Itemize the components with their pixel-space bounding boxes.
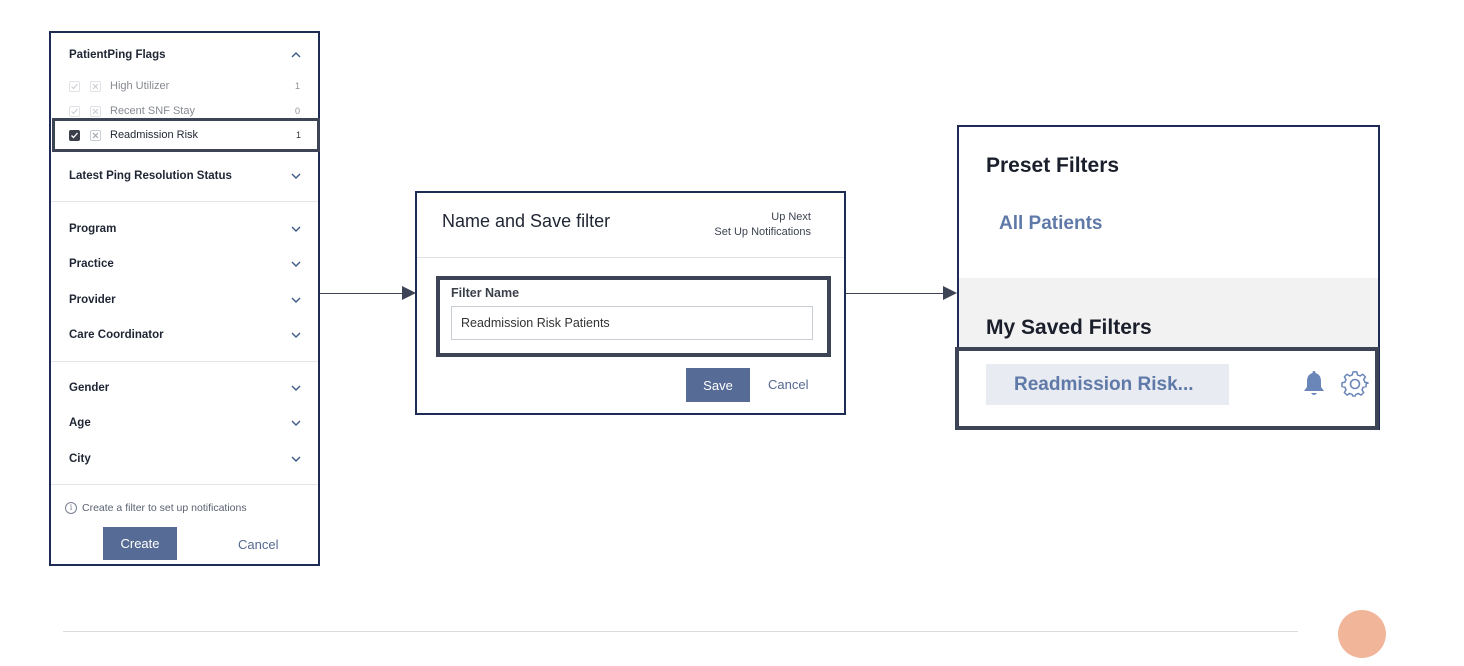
flag-row-readmission-risk[interactable]: Readmission Risk 1 bbox=[52, 118, 320, 152]
section-provider[interactable]: Provider bbox=[69, 290, 302, 310]
chevron-down-icon[interactable] bbox=[290, 453, 302, 465]
exclude-x-icon[interactable] bbox=[90, 105, 101, 117]
saved-filter-readmission-risk[interactable]: Readmission Risk... bbox=[986, 364, 1229, 405]
divider bbox=[51, 361, 318, 362]
chevron-down-icon[interactable] bbox=[290, 170, 302, 182]
chevron-down-icon[interactable] bbox=[290, 223, 302, 235]
section-label: Latest Ping Resolution Status bbox=[69, 170, 232, 182]
flag-row-recent-snf-stay[interactable]: Recent SNF Stay 0 bbox=[69, 103, 300, 119]
page-indicator-dot bbox=[1338, 610, 1386, 658]
bell-icon[interactable] bbox=[1301, 370, 1327, 398]
filter-name-label: Filter Name bbox=[451, 286, 520, 300]
section-label: Practice bbox=[69, 258, 114, 270]
preset-filters-heading: Preset Filters bbox=[986, 154, 1120, 177]
gear-icon[interactable] bbox=[1341, 370, 1369, 398]
notification-note: i Create a filter to set up notification… bbox=[65, 502, 247, 514]
section-patientping-flags[interactable]: PatientPing Flags bbox=[69, 45, 302, 65]
section-label: Provider bbox=[69, 294, 116, 306]
flow-arrow-head-icon bbox=[402, 286, 416, 300]
flow-arrow-head-icon bbox=[943, 286, 957, 300]
chevron-down-icon[interactable] bbox=[290, 294, 302, 306]
include-checkbox[interactable] bbox=[69, 80, 80, 92]
divider bbox=[51, 484, 318, 485]
save-filter-dialog: Name and Save filter Up Next Set Up Noti… bbox=[415, 191, 846, 415]
section-label: City bbox=[69, 453, 91, 465]
section-city[interactable]: City bbox=[69, 449, 302, 469]
section-program[interactable]: Program bbox=[69, 219, 302, 239]
section-label: Care Coordinator bbox=[69, 329, 164, 341]
flag-count: 1 bbox=[295, 130, 301, 140]
section-practice[interactable]: Practice bbox=[69, 254, 302, 274]
filter-name-input[interactable] bbox=[451, 306, 813, 340]
chevron-down-icon[interactable] bbox=[290, 258, 302, 270]
flag-label: Readmission Risk bbox=[110, 129, 199, 141]
include-checkbox[interactable] bbox=[69, 105, 80, 117]
create-button[interactable]: Create bbox=[103, 527, 177, 560]
chevron-down-icon[interactable] bbox=[290, 329, 302, 341]
exclude-x-icon[interactable] bbox=[90, 129, 101, 141]
flag-count: 0 bbox=[294, 106, 300, 116]
filter-name-field: Filter Name bbox=[436, 276, 831, 357]
chevron-down-icon[interactable] bbox=[290, 382, 302, 394]
chevron-down-icon[interactable] bbox=[290, 417, 302, 429]
include-checkbox-checked[interactable] bbox=[69, 129, 80, 141]
up-next-value: Set Up Notifications bbox=[714, 226, 811, 238]
flow-arrow-line bbox=[320, 293, 404, 294]
flag-label: High Utilizer bbox=[110, 80, 170, 92]
cancel-link[interactable]: Cancel bbox=[768, 377, 809, 392]
divider bbox=[51, 201, 318, 202]
info-icon: i bbox=[65, 502, 77, 514]
section-label: Program bbox=[69, 223, 117, 235]
chevron-up-icon[interactable] bbox=[290, 49, 302, 61]
note-text: Create a filter to set up notifications bbox=[82, 502, 247, 514]
section-label: PatientPing Flags bbox=[69, 49, 166, 61]
flag-row-content: Readmission Risk 1 bbox=[69, 127, 301, 143]
section-care-coordinator[interactable]: Care Coordinator bbox=[69, 325, 302, 345]
saved-filters-heading: My Saved Filters bbox=[986, 316, 1152, 339]
divider bbox=[417, 257, 844, 258]
saved-filter-row: Readmission Risk... bbox=[955, 347, 1379, 430]
exclude-x-icon[interactable] bbox=[90, 80, 101, 92]
flag-count: 1 bbox=[294, 81, 300, 91]
flag-label: Recent SNF Stay bbox=[110, 105, 195, 117]
up-next-label: Up Next bbox=[771, 211, 811, 223]
flow-arrow-line bbox=[846, 293, 944, 294]
section-latest-ping-resolution-status[interactable]: Latest Ping Resolution Status bbox=[69, 166, 302, 186]
footer-divider bbox=[63, 631, 1298, 632]
cancel-link[interactable]: Cancel bbox=[238, 537, 279, 552]
up-next: Up Next Set Up Notifications bbox=[714, 210, 811, 240]
section-age[interactable]: Age bbox=[69, 413, 302, 433]
section-label: Gender bbox=[69, 382, 110, 394]
section-label: Age bbox=[69, 417, 91, 429]
dialog-title: Name and Save filter bbox=[442, 211, 611, 231]
flag-row-high-utilizer[interactable]: High Utilizer 1 bbox=[69, 78, 300, 94]
filter-panel: PatientPing Flags High Utilizer 1 Recent… bbox=[49, 31, 320, 566]
preset-filter-all-patients[interactable]: All Patients bbox=[999, 213, 1103, 234]
save-button[interactable]: Save bbox=[686, 368, 750, 402]
section-gender[interactable]: Gender bbox=[69, 378, 302, 398]
